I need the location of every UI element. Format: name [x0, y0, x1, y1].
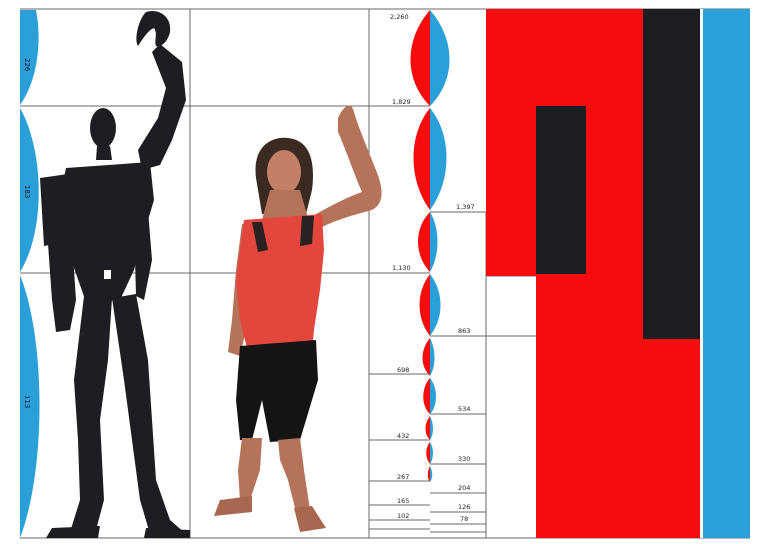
scale-left-label-1: 2,260 [390, 13, 409, 21]
scale-left-label-2: 1,829 [392, 98, 411, 106]
scale-right-label-5: 204 [458, 484, 470, 492]
left-blue-label-3: 113 [23, 395, 31, 408]
left-blue-label-1: 226 [23, 58, 31, 72]
scale-left-label-3: 1,130 [392, 264, 411, 272]
scale-right-label-6: 126 [458, 503, 470, 511]
red-block-bottom-right [643, 339, 700, 538]
black-tall-block [643, 9, 700, 339]
white-gap-strip [700, 9, 703, 538]
red-block-lower [536, 276, 643, 538]
scale-right-label-2: 863 [458, 327, 470, 335]
black-inner-block [536, 106, 586, 274]
scale-left-label-6: 267 [397, 473, 409, 481]
scale-right-label-3: 534 [458, 405, 470, 413]
scale-left-label-5: 432 [397, 432, 409, 440]
scale-right-label-7: 78 [460, 515, 468, 523]
scale-left-label-8: 102 [397, 512, 409, 520]
blue-right-strip [703, 9, 750, 538]
scale-left-label-7: 165 [397, 497, 409, 505]
left-blue-label-2: 183 [23, 185, 31, 198]
scale-right-label-4: 330 [458, 455, 470, 463]
scale-right-label-1: 1,397 [456, 203, 475, 211]
scale-left-label-4: 698 [397, 366, 409, 374]
